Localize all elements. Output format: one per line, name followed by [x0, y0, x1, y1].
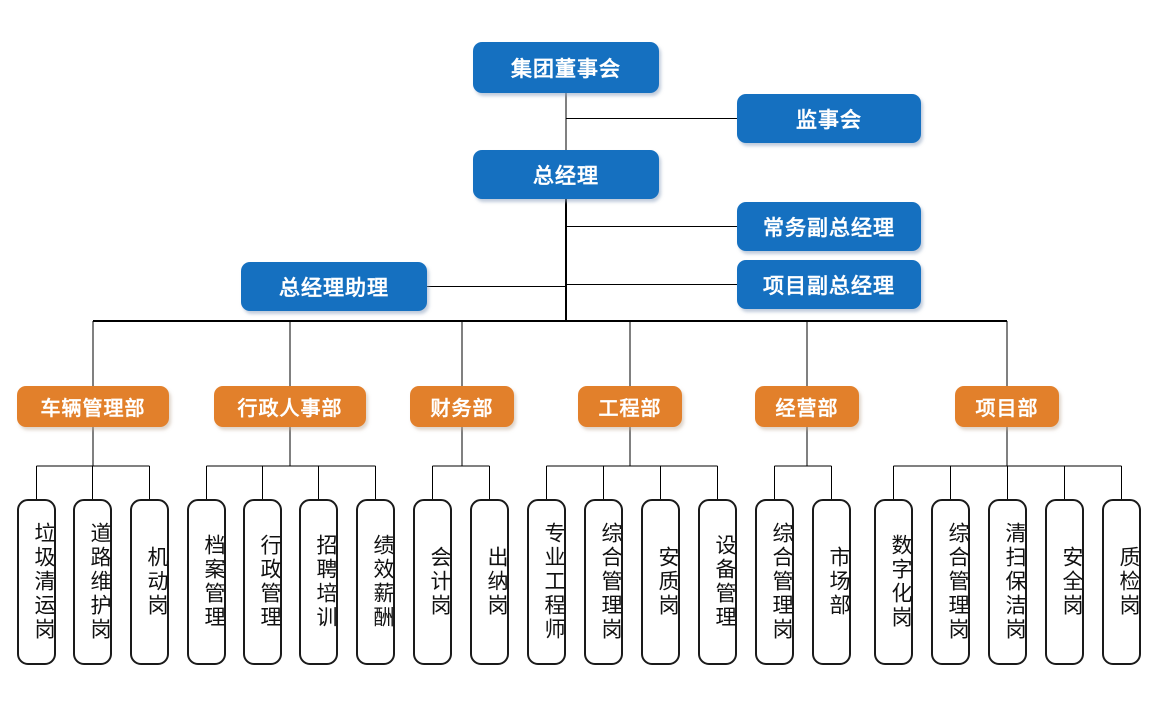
- role-node-perf-comp[interactable]: 绩效薪酬: [356, 499, 395, 665]
- role-node-road-maintenance[interactable]: 道路维护岗: [73, 499, 112, 665]
- role-node-pro-engineer[interactable]: 专业工程师: [527, 499, 566, 665]
- dept-node-label: 车辆管理部: [40, 398, 146, 420]
- role-node-label: 绩效薪酬: [371, 534, 394, 630]
- role-node-label: 综合管理岗: [770, 522, 793, 642]
- role-node-label: 专业工程师: [542, 522, 565, 642]
- dept-node-label: 财务部: [430, 398, 494, 420]
- role-node-cashier[interactable]: 出纳岗: [470, 499, 509, 665]
- role-node-label: 清扫保洁岗: [1003, 522, 1026, 642]
- role-node-safety-quality[interactable]: 安质岗: [641, 499, 680, 665]
- exec-node-label: 总经理助理: [279, 276, 389, 300]
- dept-node-admin-hr[interactable]: 行政人事部: [214, 386, 366, 427]
- role-node-label: 机动岗: [145, 546, 168, 618]
- role-node-label: 质检岗: [1117, 546, 1140, 618]
- role-node-label: 市场部: [827, 546, 850, 618]
- role-node-label: 会计岗: [428, 546, 451, 618]
- dept-node-label: 经营部: [775, 398, 839, 420]
- exec-node-board[interactable]: 集团董事会: [473, 42, 659, 93]
- dept-node-label: 行政人事部: [237, 398, 343, 420]
- role-node-label: 设备管理: [713, 534, 736, 630]
- role-node-recruit-train[interactable]: 招聘培训: [299, 499, 338, 665]
- role-node-label: 道路维护岗: [88, 522, 111, 642]
- role-node-label: 档案管理: [202, 534, 225, 630]
- role-node-label: 安全岗: [1060, 546, 1083, 618]
- role-node-label: 招聘培训: [314, 534, 337, 630]
- exec-node-proj-deputy-gm[interactable]: 项目副总经理: [737, 260, 921, 309]
- role-node-waste-removal[interactable]: 垃圾清运岗: [17, 499, 56, 665]
- dept-node-business[interactable]: 经营部: [755, 386, 859, 427]
- exec-node-label: 监事会: [796, 108, 862, 132]
- role-node-label: 综合管理岗: [946, 522, 969, 642]
- role-node-label: 安质岗: [656, 546, 679, 618]
- exec-node-label: 集团董事会: [511, 57, 621, 81]
- role-node-label: 数字化岗: [889, 534, 912, 630]
- exec-node-label: 常务副总经理: [763, 216, 895, 240]
- role-node-vehicle-standby[interactable]: 机动岗: [130, 499, 169, 665]
- role-node-label: 综合管理岗: [599, 522, 622, 642]
- role-node-label: 垃圾清运岗: [32, 522, 55, 642]
- role-node-safety[interactable]: 安全岗: [1045, 499, 1084, 665]
- exec-node-label: 总经理: [533, 164, 599, 188]
- role-node-quality-check[interactable]: 质检岗: [1102, 499, 1141, 665]
- role-node-admin-mgmt[interactable]: 行政管理: [243, 499, 282, 665]
- exec-node-gm[interactable]: 总经理: [473, 150, 659, 199]
- dept-node-project[interactable]: 项目部: [955, 386, 1059, 427]
- role-node-marketing-dept[interactable]: 市场部: [812, 499, 851, 665]
- exec-node-label: 项目副总经理: [763, 274, 895, 298]
- exec-node-gm-assistant[interactable]: 总经理助理: [241, 262, 427, 311]
- dept-node-engineer[interactable]: 工程部: [578, 386, 682, 427]
- role-node-eng-general-mgmt[interactable]: 综合管理岗: [584, 499, 623, 665]
- role-node-biz-general-mgmt[interactable]: 综合管理岗: [755, 499, 794, 665]
- dept-node-label: 工程部: [598, 398, 662, 420]
- dept-node-finance[interactable]: 财务部: [410, 386, 514, 427]
- role-node-archives-mgmt[interactable]: 档案管理: [187, 499, 226, 665]
- dept-node-label: 项目部: [975, 398, 1039, 420]
- dept-node-vehicle[interactable]: 车辆管理部: [17, 386, 169, 427]
- role-node-label: 行政管理: [258, 534, 281, 630]
- exec-node-exec-deputy-gm[interactable]: 常务副总经理: [737, 202, 921, 251]
- exec-node-supervisory[interactable]: 监事会: [737, 94, 921, 143]
- role-node-label: 出纳岗: [485, 546, 508, 618]
- role-node-equipment-mgmt[interactable]: 设备管理: [698, 499, 737, 665]
- role-node-accounting[interactable]: 会计岗: [413, 499, 452, 665]
- role-node-proj-general-mgmt[interactable]: 综合管理岗: [931, 499, 970, 665]
- role-node-cleaning[interactable]: 清扫保洁岗: [988, 499, 1027, 665]
- role-node-digitalization[interactable]: 数字化岗: [874, 499, 913, 665]
